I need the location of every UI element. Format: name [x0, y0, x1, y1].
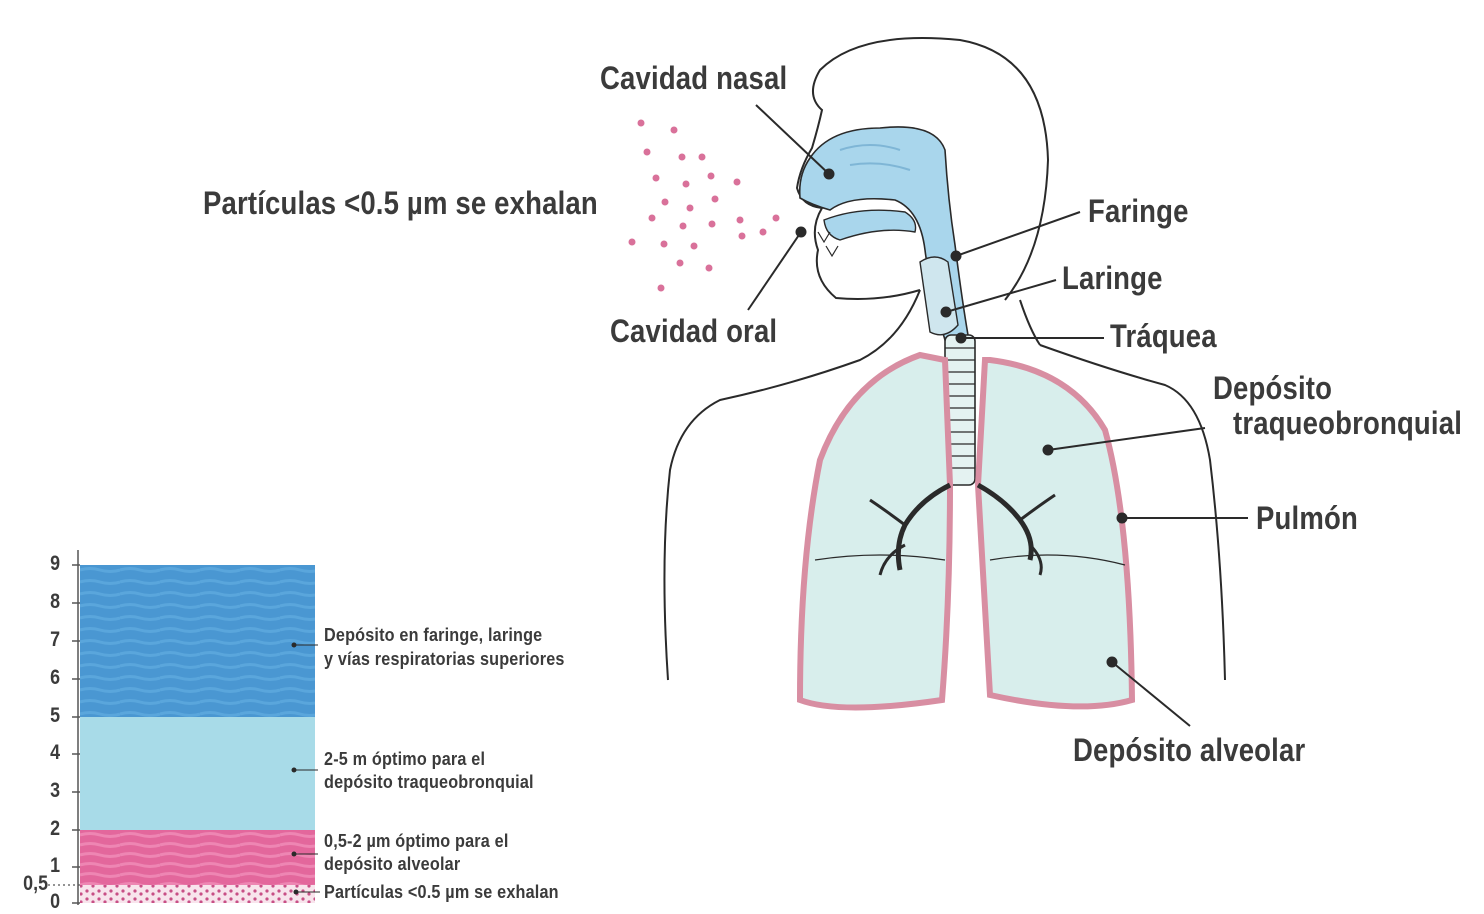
tick-4: 4: [26, 741, 60, 765]
band-exhaled: [80, 885, 315, 903]
tick-7: 7: [26, 628, 60, 652]
band-upper: [80, 565, 315, 717]
tick-3: 3: [26, 779, 60, 803]
label-exhaled-particles: Partículas <0.5 µm se exhalan: [203, 185, 598, 222]
label-traquea: Tráquea: [1110, 318, 1217, 355]
label-pulmon: Pulmón: [1256, 500, 1358, 537]
band-exhaled-text: Partículas <0.5 µm se exhalan: [324, 880, 559, 904]
tick-2: 2: [26, 817, 60, 841]
tick-8: 8: [26, 590, 60, 614]
band-upper-text-1: Depósito en faringe, laringe: [324, 623, 542, 647]
label-deposito-alveolar: Depósito alveolar: [1073, 732, 1305, 769]
band-upper-text-2: y vías respiratorias superiores: [324, 647, 565, 671]
label-deposito: Depósito: [1213, 370, 1332, 407]
band-alveolar-text-1: 0,5-2 µm óptimo para el: [324, 829, 509, 853]
label-cavidad-oral: Cavidad oral: [610, 313, 777, 350]
band-tracheo-text-1: 2-5 m óptimo para el: [324, 747, 485, 771]
tick-5: 5: [26, 704, 60, 728]
tick-9: 9: [26, 552, 60, 576]
label-faringe: Faringe: [1088, 193, 1189, 230]
label-cavidad-nasal: Cavidad nasal: [600, 60, 787, 97]
band-alveolar-text-2: depósito alveolar: [324, 852, 460, 876]
label-traqueobronquial: traqueobronquial: [1233, 405, 1462, 442]
band-alveolar: [80, 830, 315, 885]
tick-0: 0: [26, 890, 60, 914]
band-tracheo-text-2: depósito traqueobronquial: [324, 770, 534, 794]
exhaled-particles: [629, 120, 780, 292]
tick-6: 6: [26, 666, 60, 690]
band-tracheo: [80, 717, 315, 830]
label-laringe: Laringe: [1062, 260, 1163, 297]
size-scale: [48, 550, 320, 905]
